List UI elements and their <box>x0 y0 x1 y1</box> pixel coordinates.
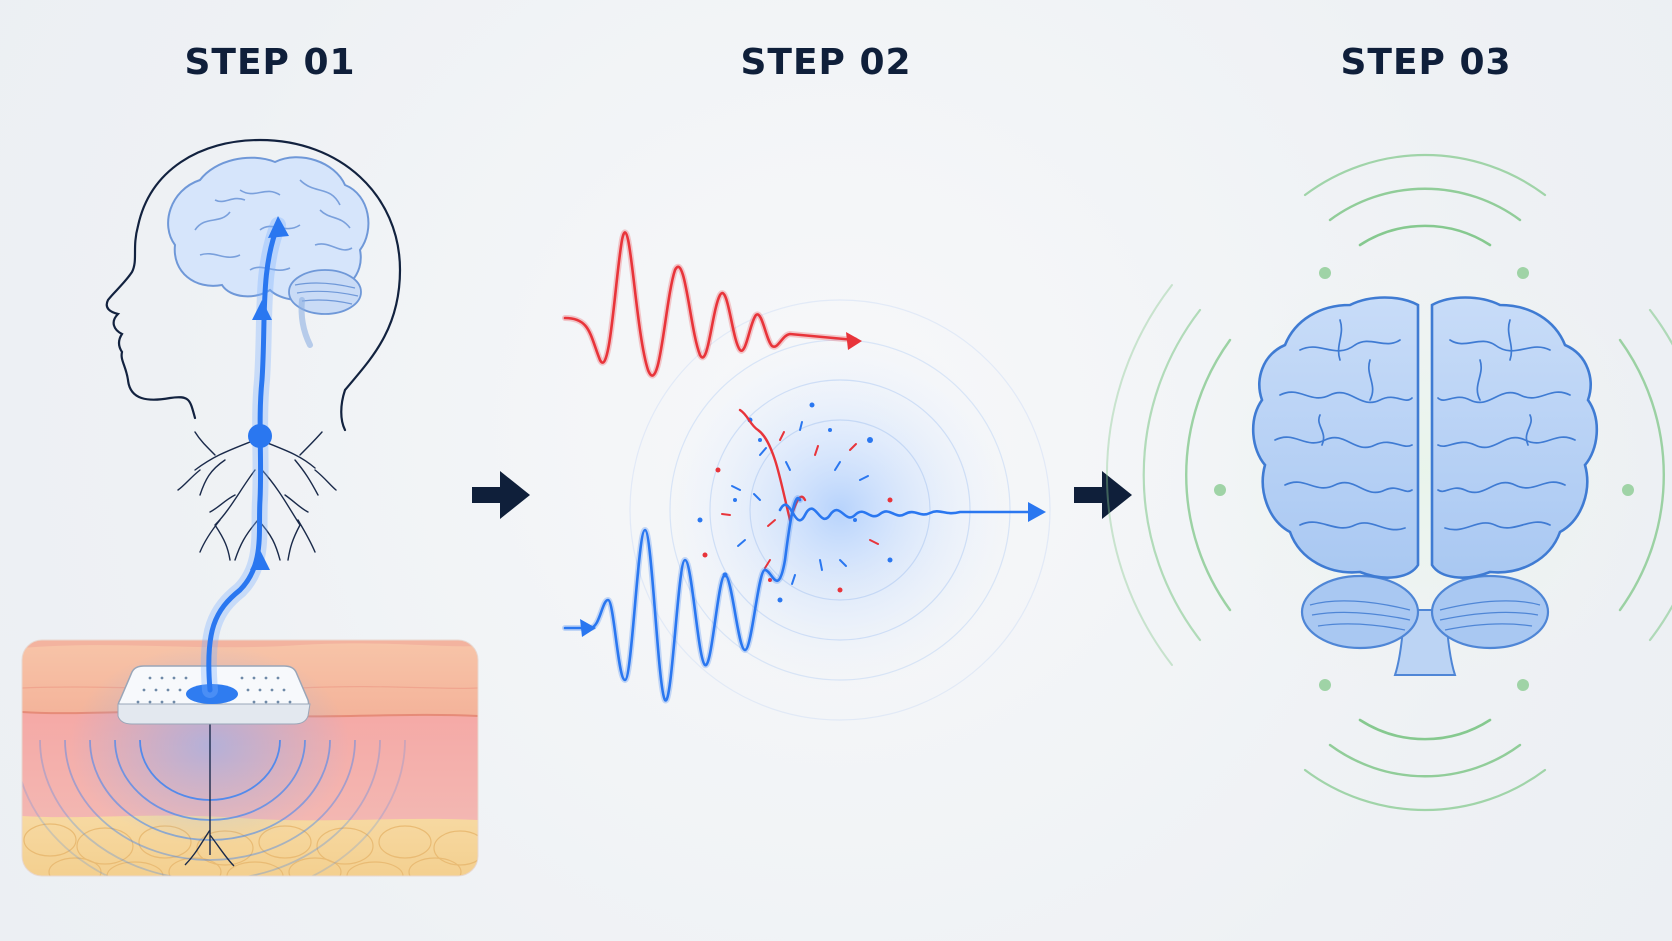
step-03-title: STEP 03 <box>1340 42 1512 83</box>
calm-waves-icon <box>1105 153 1672 812</box>
step-02-title: STEP 02 <box>740 42 912 83</box>
blue-waveform-icon <box>562 495 1046 704</box>
step-02-illustration <box>562 229 1051 721</box>
calm-dots <box>1214 267 1634 691</box>
step-01-illustration <box>21 138 479 877</box>
skin-patch-icon <box>117 665 311 725</box>
right-arrow-icon <box>472 471 530 519</box>
red-waveform-icon <box>562 229 862 525</box>
right-arrow-icon <box>1074 471 1132 519</box>
step-01-title: STEP 01 <box>184 42 356 83</box>
neuron-icon <box>177 431 337 561</box>
brain-icon <box>167 156 370 348</box>
ascending-signal <box>200 216 289 698</box>
step-03-illustration <box>1105 153 1672 812</box>
head-silhouette-icon <box>105 138 402 432</box>
brain-top-view-icon <box>1251 296 1599 676</box>
